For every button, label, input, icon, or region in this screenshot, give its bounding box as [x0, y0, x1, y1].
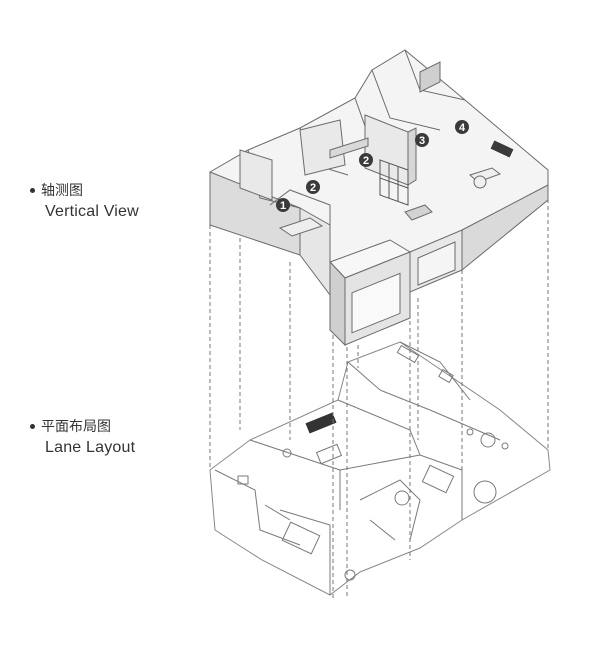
- model-partition: [299, 119, 346, 176]
- lane-layout-cn: 平面布局图: [41, 418, 111, 434]
- plan-kitchen: [396, 344, 420, 364]
- plan-chair: [466, 428, 474, 436]
- svg-text:4: 4: [459, 122, 466, 134]
- model-interior-wall: [269, 189, 331, 262]
- marker-2a: 2: [306, 180, 320, 194]
- plan-fixture: [344, 569, 356, 581]
- bullet-icon: [30, 187, 35, 193]
- model-interior-wall: [371, 69, 441, 131]
- plan-fixture: [438, 368, 454, 384]
- plan-wall: [399, 341, 471, 401]
- plan-wall: [369, 519, 396, 541]
- lane-layout-en: Lane Layout: [45, 439, 136, 456]
- marker-2b: 2: [359, 153, 373, 167]
- model-sofa: [404, 204, 433, 221]
- svg-text:3: 3: [419, 135, 425, 147]
- marker-1: 1: [276, 198, 290, 212]
- model-window: [351, 272, 401, 334]
- projection-lines: [209, 185, 549, 598]
- bullet-icon: [30, 423, 35, 429]
- plan-wall: [214, 469, 301, 546]
- axonometric-model: [209, 49, 549, 347]
- vertical-view-cn: 轴测图: [41, 182, 83, 198]
- plan-sofa: [305, 412, 337, 434]
- plan-wall: [339, 454, 463, 520]
- plan-rug: [473, 480, 497, 504]
- model-window-right: [417, 241, 456, 286]
- svg-text:1: 1: [280, 200, 286, 212]
- plan-wall: [264, 504, 291, 521]
- model-partition: [239, 149, 273, 201]
- plan-wall: [337, 399, 421, 456]
- plan-table: [315, 443, 343, 465]
- model-art: [490, 140, 514, 158]
- model-bay-side: [329, 260, 346, 347]
- vertical-view-label: 轴测图 Vertical View: [30, 180, 139, 221]
- model-glass-door: [379, 159, 409, 206]
- marker-4: 4: [455, 120, 469, 134]
- plan-wall: [359, 479, 421, 541]
- plan-wall: [429, 409, 501, 441]
- model-bed: [278, 217, 324, 237]
- lane-layout-label: 平面布局图 Lane Layout: [30, 416, 135, 457]
- plan-fixture: [282, 448, 292, 458]
- plan-bed: [421, 464, 455, 494]
- model-kitchen-counter: [329, 137, 369, 159]
- plan-wall: [347, 361, 431, 411]
- plan-round-table: [480, 432, 496, 448]
- plan-fixture: [237, 475, 249, 485]
- svg-text:2: 2: [363, 155, 369, 167]
- svg-text:2: 2: [310, 182, 316, 194]
- floor-plan-outline: [209, 341, 551, 596]
- plan-wall: [249, 439, 341, 510]
- floor-plan: [209, 341, 551, 596]
- vertical-view-en: Vertical View: [45, 203, 139, 220]
- model-partition: [407, 127, 417, 186]
- plan-chair: [501, 442, 509, 450]
- model-wall-right-end: [461, 184, 549, 272]
- model-shelf: [419, 61, 441, 93]
- marker-3: 3: [415, 133, 429, 147]
- plan-fixture: [394, 490, 410, 506]
- plan-bed: [281, 521, 321, 555]
- model-round-table: [473, 175, 487, 189]
- plan-wall: [279, 509, 331, 595]
